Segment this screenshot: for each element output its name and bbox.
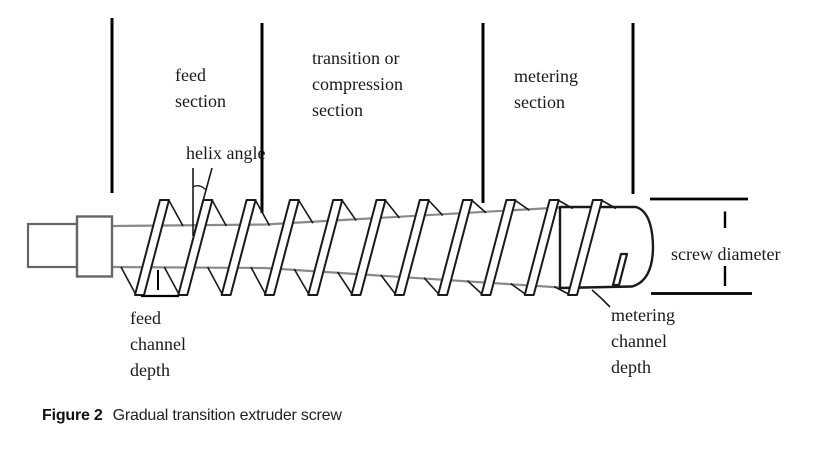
dimension-lines: [141, 197, 752, 298]
transition-section-label-line2: compression: [312, 74, 403, 94]
flight-rear-edge: [514, 199, 530, 211]
metering-channel-depth-line3: depth: [611, 357, 651, 377]
flight-rear-edge: [558, 199, 574, 210]
transition-section-label: transition or compression section: [312, 45, 403, 123]
flight-front-edge: [380, 274, 396, 295]
flight-front-edge: [293, 268, 310, 295]
flight-front-edge: [336, 271, 353, 295]
flight-front-edge: [553, 285, 569, 295]
metering-section-label-line1: metering: [514, 66, 578, 86]
screw-hub: [75, 215, 114, 278]
metering-depth-leader-line: [591, 289, 611, 308]
annotation-lines: [192, 167, 611, 308]
feed-channel-depth-label: feed channel depth: [130, 305, 186, 383]
feed-section-label-line1: feed: [175, 65, 206, 85]
screw-flight-band: [177, 199, 214, 296]
metering-section-label-line2: section: [514, 92, 565, 112]
screw-flight-stub: [611, 252, 629, 287]
screw-body: [26, 205, 655, 290]
screw-flight-band: [134, 199, 170, 296]
metering-channel-depth-line1: metering: [611, 305, 675, 325]
flight-front-edge: [163, 266, 180, 295]
screw-flight-band: [263, 199, 300, 296]
helix-angle-label: helix angle: [186, 143, 266, 163]
feed-channel-depth-line3: depth: [130, 360, 170, 380]
screw-flight-band: [220, 199, 257, 296]
metering-section-label: metering section: [514, 63, 578, 115]
screw-root-bottom-line: [111, 265, 561, 289]
flight-front-edge: [423, 277, 440, 295]
flight-rear-edge: [211, 200, 228, 227]
flight-rear-edge: [254, 200, 271, 227]
metering-channel-depth-line2: channel: [611, 331, 667, 351]
figure-caption-text: Gradual transition extruder screw: [112, 407, 342, 424]
flight-front-edge: [206, 266, 223, 295]
screw-flight-band: [480, 199, 517, 296]
metering-channel-depth-label: metering channel depth: [611, 302, 675, 380]
screw-diameter-label: screw diameter: [671, 244, 781, 264]
flight-front-edge: [466, 280, 483, 295]
helix-angle-slant-line: [192, 167, 213, 237]
feed-section-label-line2: section: [175, 91, 226, 111]
transition-section-label-line3: section: [312, 100, 363, 120]
transition-section-label-line1: transition or: [312, 48, 400, 68]
flight-rear-edge: [428, 199, 444, 216]
flight-rear-edge: [341, 200, 357, 222]
feed-channel-depth-line1: feed: [130, 308, 161, 328]
helix-angle-arc: [192, 185, 206, 191]
flight-rear-edge: [601, 199, 617, 210]
figure-caption: Figure 2 Gradual transition extruder scr…: [42, 407, 342, 425]
screw-flight-band: [307, 199, 344, 296]
screw-flight-band: [523, 199, 560, 296]
screw-flight-band: [350, 199, 387, 296]
flight-rear-edge: [471, 199, 487, 214]
screw-flight-band: [567, 199, 603, 296]
flight-front-edge: [120, 266, 137, 295]
feed-channel-depth-line2: channel: [130, 334, 186, 354]
screw-flight-band: [393, 199, 430, 296]
flight-rear-edge: [298, 200, 314, 224]
flight-rear-edge: [168, 200, 184, 227]
flight-front-edge: [250, 266, 267, 295]
screw-shank: [26, 222, 79, 269]
flight-rear-edge: [384, 200, 401, 219]
flight-front-edge: [510, 283, 526, 295]
screw-flights: [120, 199, 629, 296]
screw-flight-band: [437, 199, 474, 296]
section-divider-lines: [110, 18, 635, 213]
figure-caption-number: Figure 2: [42, 407, 103, 424]
feed-section-label: feed section: [175, 62, 226, 114]
